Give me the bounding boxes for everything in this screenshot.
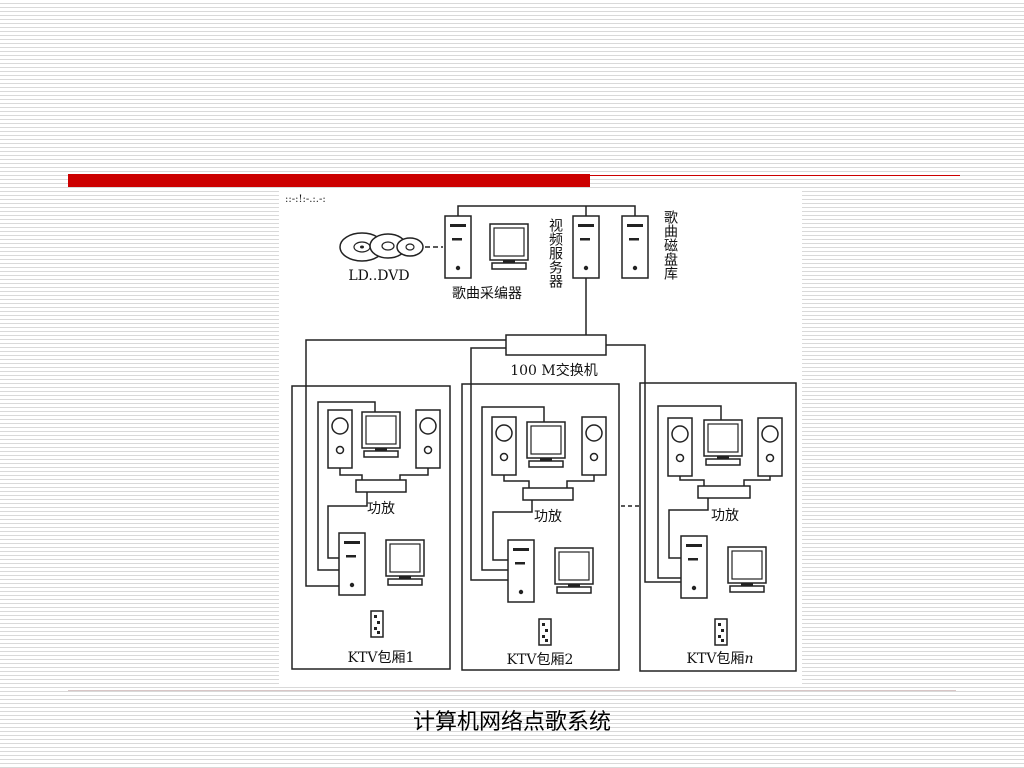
song-disk-library-icon (621, 215, 649, 279)
monitor-icon (526, 421, 566, 468)
amp-label: 功放 (534, 509, 562, 525)
remote-icon (370, 610, 384, 638)
accent-line (590, 175, 960, 176)
song-disk-label: 歌曲磁盘库 (662, 210, 678, 281)
divider (68, 690, 956, 691)
switch-label: 100 M交换机 (510, 362, 598, 379)
room-label: KTV包厢2 (507, 652, 574, 668)
pc-monitor-icon (727, 546, 767, 593)
room-label: KTV包厢n (687, 651, 754, 667)
speaker-right-icon (757, 417, 783, 477)
amplifier-icon (355, 479, 407, 493)
amplifier-icon (697, 485, 751, 499)
room-label: KTV包厢1 (348, 650, 415, 666)
speaker-left-icon (667, 417, 693, 477)
svg-text:::-:!:-.:.-:: ::-:!:-.:.-: (285, 194, 326, 205)
switch-icon (505, 334, 607, 356)
amp-label: 功放 (367, 501, 395, 517)
pc-tower-icon (338, 532, 366, 596)
pc-tower-icon (507, 539, 535, 603)
speaker-right-icon (581, 416, 607, 476)
accent-bar (68, 174, 590, 187)
pc-monitor-icon (554, 547, 594, 594)
encoder-label: 歌曲采编器 (452, 286, 522, 302)
speaker-left-icon (327, 409, 353, 469)
video-server-label: 视频服务器 (547, 218, 563, 288)
speaker-left-icon (491, 416, 517, 476)
remote-icon (714, 618, 728, 646)
amplifier-icon (522, 487, 574, 501)
monitor-icon (703, 419, 743, 466)
speaker-right-icon (415, 409, 441, 469)
disc-icon (339, 232, 424, 262)
video-server-icon (572, 215, 600, 279)
encoder-tower-icon (444, 215, 472, 279)
monitor-icon (361, 411, 401, 458)
network-diagram: ::-:!:-.:.-: LD..DVD 歌曲采编器 视频服务器 歌曲磁盘库 1… (279, 188, 802, 684)
pc-monitor-icon (385, 539, 425, 586)
ktv-room-2: 功放 KTV包厢2 (461, 383, 620, 671)
amp-label: 功放 (711, 508, 739, 524)
ktv-room-n: 功放 KTV包厢n (639, 382, 797, 672)
slide-caption: 计算机网络点歌系统 (412, 710, 611, 735)
pc-tower-icon (680, 535, 708, 599)
encoder-monitor-icon (489, 223, 529, 270)
ktv-room-1: 功放 KTV包厢1 (291, 385, 451, 670)
source-label: LD..DVD (348, 268, 409, 284)
remote-icon (538, 618, 552, 646)
